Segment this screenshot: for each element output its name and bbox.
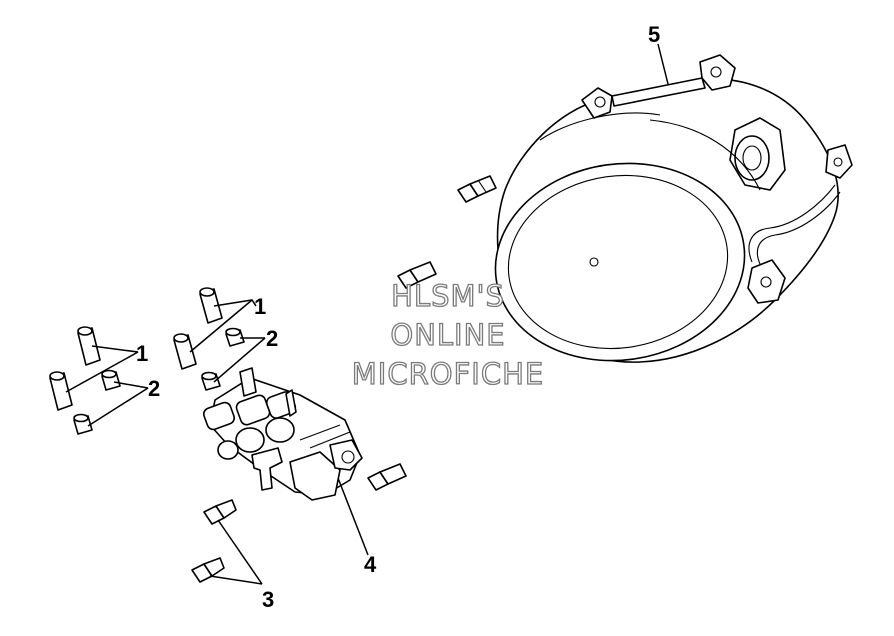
leader-lines: [65, 43, 669, 585]
bushing-lower-b: [73, 413, 93, 435]
cover-part-5: [494, 54, 853, 363]
bushing-upper-b: [201, 371, 221, 391]
bushing-upper-a: [225, 327, 245, 347]
callout-4: 4: [364, 552, 377, 577]
watermark-line-2: ONLINE: [390, 318, 505, 352]
bolt-part-3-lower: [191, 557, 225, 583]
spacer-upper-a: [199, 287, 223, 324]
bolt-assembly-right: [367, 463, 407, 491]
spacer-lower-b: [49, 371, 73, 411]
callout-1-upper: 1: [254, 294, 266, 319]
watermark-line-1: HLSM'S: [391, 279, 505, 313]
watermark: HLSM'S ONLINE MICROFICHE: [351, 278, 544, 391]
watermark-line-3: MICROFICHE: [352, 357, 544, 391]
callout-1-lower: 1: [136, 341, 148, 366]
spacer-lower-a: [77, 326, 101, 366]
callout-2-lower: 2: [148, 376, 160, 401]
spacer-upper-b: [173, 333, 197, 370]
bolt-cover-mid: [397, 261, 437, 289]
bolt-cover-top: [457, 175, 497, 203]
callout-3: 3: [262, 587, 274, 612]
bushing-lower-a: [101, 369, 121, 391]
callout-2-upper: 2: [266, 326, 278, 351]
bolt-part-3-upper: [203, 499, 237, 525]
valve-assembly-part-4: [202, 367, 363, 501]
callout-5: 5: [648, 22, 660, 47]
